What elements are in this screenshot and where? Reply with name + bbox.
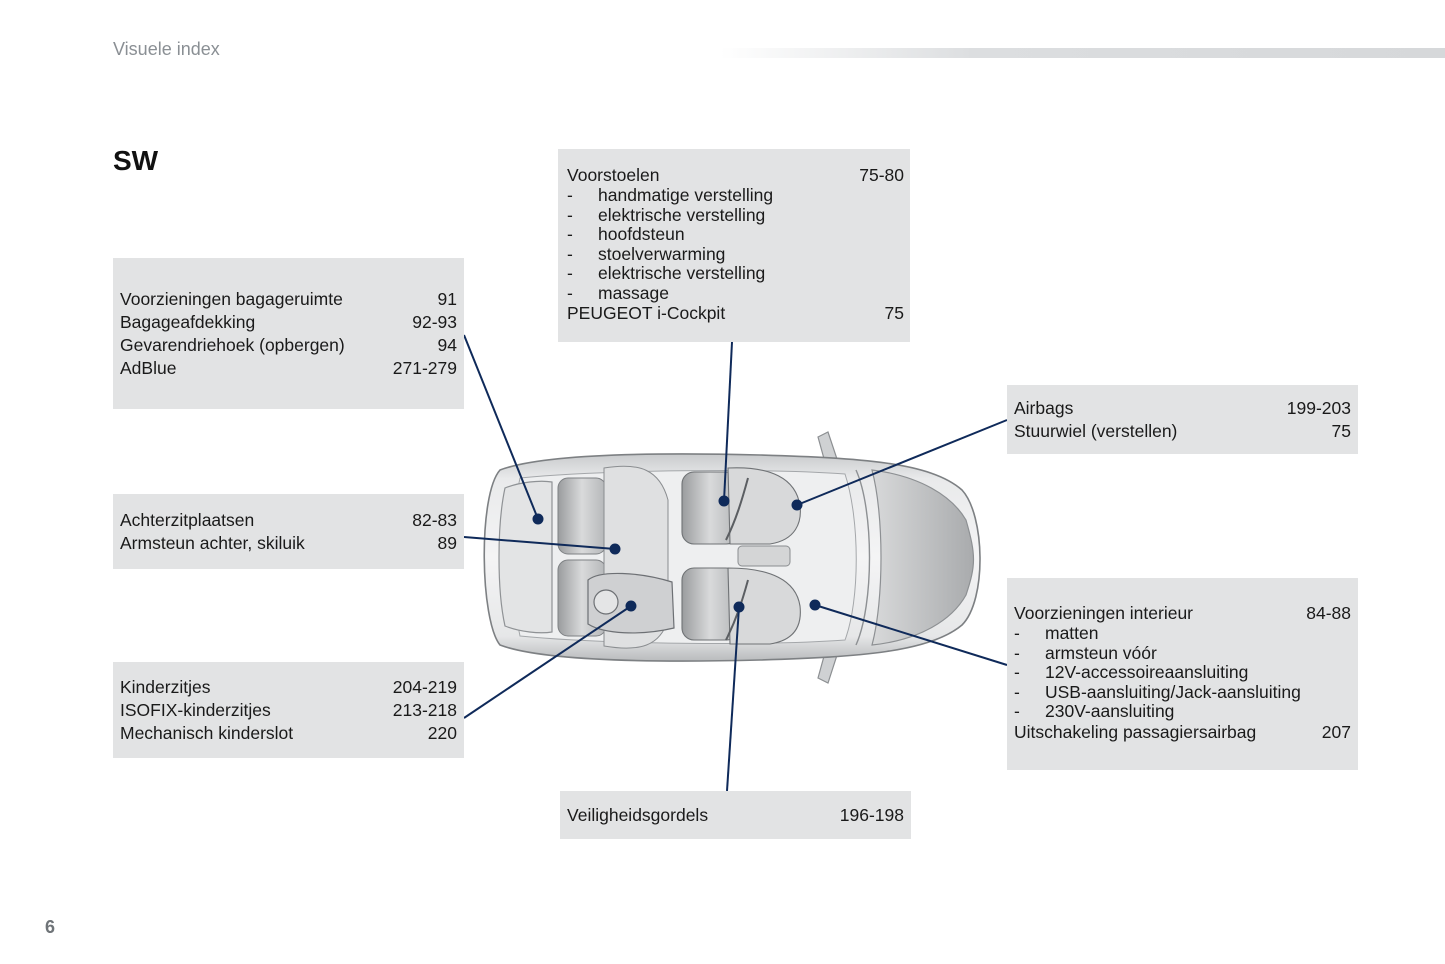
- sub-entry[interactable]: - hoofdsteun: [567, 224, 904, 245]
- page-number: 6: [45, 917, 56, 937]
- bullet-dash: -: [567, 185, 573, 205]
- index-entry[interactable]: Voorzieningen bagageruimte 91: [120, 288, 457, 311]
- sub-entry-label: elektrische verstelling: [598, 204, 766, 225]
- leader-lines: [463, 334, 1008, 792]
- child-seats-index-box: Kinderzitjes 204-219 ISOFIX-kinderzitjes 2…: [113, 662, 464, 758]
- entry-page: 204-219: [392, 677, 457, 697]
- section-title: SW: [113, 145, 159, 176]
- sub-entry[interactable]: - elektrische verstelling: [567, 204, 904, 226]
- bullet-dash: -: [1014, 642, 1020, 663]
- sub-entry[interactable]: - stoelverwarming: [567, 243, 904, 265]
- entry-page: 84-88: [1306, 603, 1351, 623]
- entry-label: ISOFIX-kinderzitjes: [120, 700, 271, 720]
- entry-label: Stuurwiel (verstellen): [1014, 421, 1178, 441]
- entry-label: Voorzieningen bagageruimte: [120, 289, 343, 309]
- entry-label: Armsteun achter, skiluik: [120, 533, 305, 553]
- entry-page: 213-218: [392, 700, 457, 720]
- entry-page: 94: [437, 335, 457, 355]
- sub-entry-label: stoelverwarming: [598, 243, 726, 264]
- entry-page: 196-198: [839, 805, 904, 825]
- seat-belts-index-box: Veiligheidsgordels 196-198: [560, 791, 911, 839]
- entry-label: Uitschakeling passagiersairbag: [1014, 721, 1257, 742]
- entry-label: PEUGEOT i-Cockpit: [567, 303, 726, 323]
- index-entry[interactable]: PEUGEOT i-Cockpit 75: [567, 303, 904, 324]
- index-entry[interactable]: Veiligheidsgordels 196-198: [567, 804, 904, 827]
- sub-entry-label: elektrische verstelling: [598, 263, 766, 283]
- rear-seats-index-box: Achterzitplaatsen 82-83 Armsteun achter, …: [113, 494, 464, 569]
- sub-entry[interactable]: - 12V-accessoireaansluiting: [1014, 662, 1351, 683]
- interior-index-box: Voorzieningen interieur 84-88 - matten - ar…: [1007, 578, 1358, 770]
- entry-label: Bagageafdekking: [120, 312, 256, 332]
- entry-page: 92-93: [412, 312, 457, 332]
- header-title: Visuele index: [113, 39, 220, 59]
- entry-page: 75: [884, 303, 904, 323]
- sub-entry-label: hoofdsteun: [598, 224, 685, 244]
- sub-entry-label: 230V-aansluiting: [1045, 701, 1175, 721]
- sub-entry-label: handmatige verstelling: [598, 185, 774, 205]
- sub-entry[interactable]: - massage: [567, 282, 904, 304]
- sub-entry[interactable]: - USB-aansluiting/Jack-aansluiting: [1014, 681, 1351, 703]
- entry-label: Mechanisch kinderslot: [120, 723, 294, 743]
- index-entry[interactable]: Mechanisch kinderslot 220: [120, 722, 457, 745]
- car-body: [483, 431, 981, 684]
- sub-entry-label: 12V-accessoireaansluiting: [1045, 662, 1249, 682]
- entry-page: 89: [437, 533, 457, 553]
- index-entry[interactable]: Uitschakeling passagiersairbag 207: [1014, 722, 1351, 743]
- index-entry[interactable]: AdBlue 271-279: [120, 357, 457, 380]
- airbags-index-box: Airbags 199-203 Stuurwiel (verstellen) 75: [1007, 385, 1358, 454]
- bullet-dash: -: [1014, 701, 1020, 721]
- luggage-index-box: Voorzieningen bagageruimte 91 Bagageafdek…: [113, 258, 464, 409]
- index-entry[interactable]: Stuurwiel (verstellen) 75: [1014, 420, 1351, 443]
- index-entry[interactable]: Armsteun achter, skiluik 89: [120, 532, 457, 555]
- entry-page: 207: [1321, 721, 1351, 742]
- index-entry[interactable]: Voorzieningen interieur 84-88: [1014, 603, 1351, 624]
- entry-page: 91: [437, 289, 457, 309]
- entry-page: 82-83: [412, 510, 457, 530]
- bullet-dash: -: [567, 243, 573, 264]
- sub-entry-label: matten: [1045, 623, 1099, 643]
- entry-label: Gevarendriehoek (opbergen): [120, 335, 345, 355]
- entry-page: 75: [1331, 421, 1351, 441]
- index-entry[interactable]: Airbags 199-203: [1014, 397, 1351, 420]
- bullet-dash: -: [1014, 681, 1020, 702]
- entry-label: AdBlue: [120, 358, 177, 378]
- front-seats-index-box: Voorstoelen 75-80 - handmatige verstelling…: [558, 149, 910, 342]
- entry-page: 271-279: [392, 358, 457, 378]
- bullet-dash: -: [567, 282, 573, 303]
- index-entry[interactable]: Kinderzitjes 204-219: [120, 676, 457, 699]
- index-entry[interactable]: ISOFIX-kinderzitjes 213-218: [120, 699, 457, 722]
- entry-page: 220: [427, 723, 457, 743]
- entry-label: Voorstoelen: [567, 165, 660, 185]
- entry-label: Veiligheidsgordels: [567, 805, 709, 825]
- entry-label: Voorzieningen interieur: [1014, 603, 1194, 623]
- sub-entry-label: armsteun vóór: [1045, 642, 1157, 663]
- index-entry[interactable]: Voorstoelen 75-80: [567, 165, 904, 186]
- header-bar: [720, 48, 1445, 58]
- entry-label: Achterzitplaatsen: [120, 510, 255, 530]
- sub-entry-label: USB-aansluiting/Jack-aansluiting: [1045, 681, 1301, 702]
- entry-page: 199-203: [1286, 398, 1351, 418]
- sub-entry[interactable]: - elektrische verstelling: [567, 263, 904, 284]
- sub-entry[interactable]: - matten: [1014, 623, 1351, 644]
- entry-label: Kinderzitjes: [120, 677, 211, 697]
- bullet-dash: -: [1014, 623, 1020, 643]
- bullet-dash: -: [567, 224, 573, 244]
- bullet-dash: -: [567, 204, 573, 225]
- bullet-dash: -: [567, 263, 573, 283]
- bullet-dash: -: [1014, 662, 1020, 682]
- entry-page: 75-80: [859, 165, 904, 185]
- index-entry[interactable]: Gevarendriehoek (opbergen) 94: [120, 334, 457, 357]
- entry-label: Airbags: [1014, 398, 1074, 418]
- index-entry[interactable]: Achterzitplaatsen 82-83: [120, 509, 457, 532]
- sub-entry[interactable]: - armsteun vóór: [1014, 642, 1351, 664]
- sub-entry[interactable]: - 230V-aansluiting: [1014, 701, 1351, 722]
- sub-entry-label: massage: [598, 282, 670, 303]
- sub-entry[interactable]: - handmatige verstelling: [567, 185, 904, 206]
- index-entry[interactable]: Bagageafdekking 92-93: [120, 311, 457, 334]
